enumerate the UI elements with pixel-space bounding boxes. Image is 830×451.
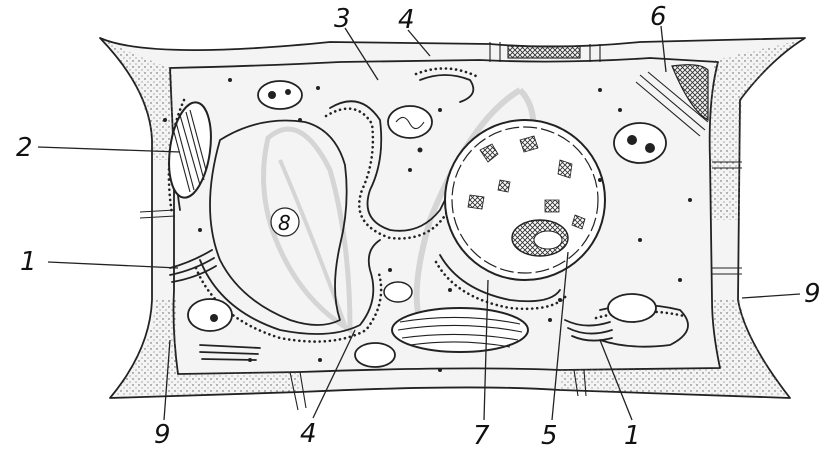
golgi-apparatus	[169, 249, 613, 361]
vacuole	[209, 119, 348, 326]
cytoplasm-granules	[163, 78, 692, 372]
chloroplast-left	[168, 101, 212, 199]
label-8: 8	[278, 211, 291, 235]
label-4-bottom: 4	[300, 419, 317, 449]
label-1-left: 1	[20, 247, 37, 277]
label-7: 7	[473, 421, 490, 451]
label-1-bottom: 1	[624, 421, 641, 451]
chloroplast-bottom	[391, 307, 529, 353]
label-8-circle	[270, 207, 300, 237]
label-3: 3	[334, 4, 351, 34]
labels: 1 2 3 4 6 8 9 9 4 7 5 1	[16, 2, 821, 451]
label-6: 6	[650, 2, 667, 32]
mitochondria	[187, 80, 667, 368]
label-2: 2	[16, 133, 33, 163]
nucleus	[444, 119, 606, 281]
leader-lines	[37, 25, 801, 421]
label-9-left: 9	[154, 420, 171, 450]
label-5: 5	[541, 421, 558, 451]
chloroplast-right	[635, 71, 709, 137]
label-9-right: 9	[804, 279, 821, 309]
label-4-top: 4	[398, 5, 415, 35]
